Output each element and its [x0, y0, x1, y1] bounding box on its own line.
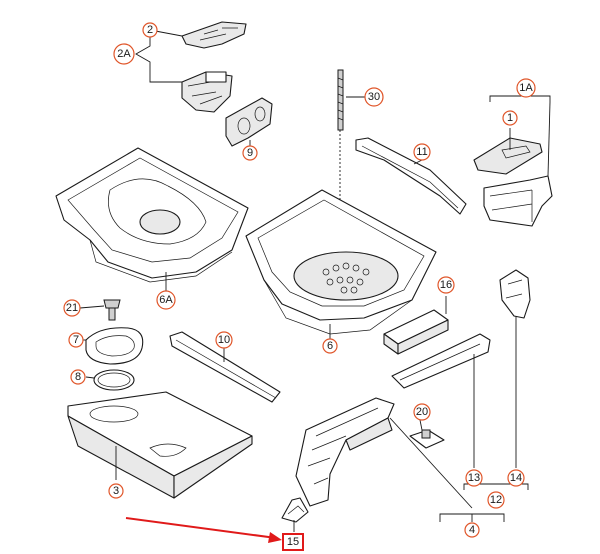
part-9-plate	[225, 97, 273, 147]
callout-16: 16	[437, 276, 455, 294]
callout-2: 2	[142, 22, 158, 38]
svg-text:13: 13	[468, 472, 480, 484]
svg-text:9: 9	[247, 147, 253, 159]
part-16-block	[383, 309, 449, 355]
svg-text:6A: 6A	[159, 294, 173, 306]
svg-text:11: 11	[416, 146, 427, 158]
callout-10: 10	[215, 331, 233, 349]
part-3-mat	[67, 391, 253, 499]
highlight-arrow	[125, 517, 282, 543]
part-8-ring	[93, 369, 135, 391]
callout-11: 11	[413, 143, 431, 161]
part-20-grommet	[409, 429, 445, 449]
svg-text:30: 30	[368, 91, 380, 103]
svg-text:16: 16	[440, 279, 452, 291]
svg-text:15: 15	[287, 536, 299, 548]
svg-text:2: 2	[147, 24, 153, 36]
callout-7: 7	[68, 332, 84, 348]
svg-text:21: 21	[66, 302, 78, 314]
callout-13: 13	[465, 469, 483, 487]
part-2a-bracket	[181, 71, 233, 113]
callout-15-highlighted: 15	[282, 533, 304, 551]
callout-1a: 1A	[516, 78, 536, 98]
svg-text:12: 12	[490, 494, 502, 506]
part-13-panel	[391, 333, 491, 389]
svg-text:3: 3	[113, 485, 119, 497]
callout-30: 30	[364, 87, 384, 107]
callout-6a: 6A	[156, 290, 176, 310]
part-14-bracket	[499, 269, 531, 319]
svg-text:14: 14	[510, 472, 522, 484]
svg-text:4: 4	[469, 524, 475, 536]
part-6a-tub	[55, 147, 249, 283]
callout-6: 6	[322, 338, 338, 354]
svg-text:1: 1	[507, 112, 513, 124]
callout-21: 21	[63, 299, 81, 317]
part-30-stud	[337, 69, 344, 131]
part-1a-cover	[483, 175, 553, 227]
callout-12: 12	[487, 491, 505, 509]
svg-text:2A: 2A	[117, 48, 131, 60]
callout-2a: 2A	[113, 43, 135, 65]
part-1-cover	[473, 137, 543, 175]
part-21-bolt	[103, 299, 121, 321]
svg-text:6: 6	[327, 340, 333, 352]
callout-8: 8	[70, 369, 86, 385]
part-6-tub	[245, 189, 437, 335]
part-10-strip	[169, 331, 281, 403]
callout-14: 14	[507, 469, 525, 487]
part-4-panel	[295, 397, 395, 507]
svg-text:1A: 1A	[519, 82, 533, 94]
part-11-rail	[355, 137, 467, 215]
callout-1: 1	[502, 110, 518, 126]
callout-9: 9	[242, 145, 258, 161]
callout-4: 4	[464, 522, 480, 538]
svg-text:7: 7	[73, 334, 79, 346]
callout-20: 20	[413, 403, 431, 421]
svg-text:20: 20	[416, 406, 428, 418]
svg-text:10: 10	[218, 334, 230, 346]
part-2-bracket	[181, 21, 247, 49]
part-15-bracket	[281, 497, 309, 532]
callout-3: 3	[108, 483, 124, 499]
part-7-gasket	[85, 327, 144, 365]
svg-text:8: 8	[75, 371, 81, 383]
